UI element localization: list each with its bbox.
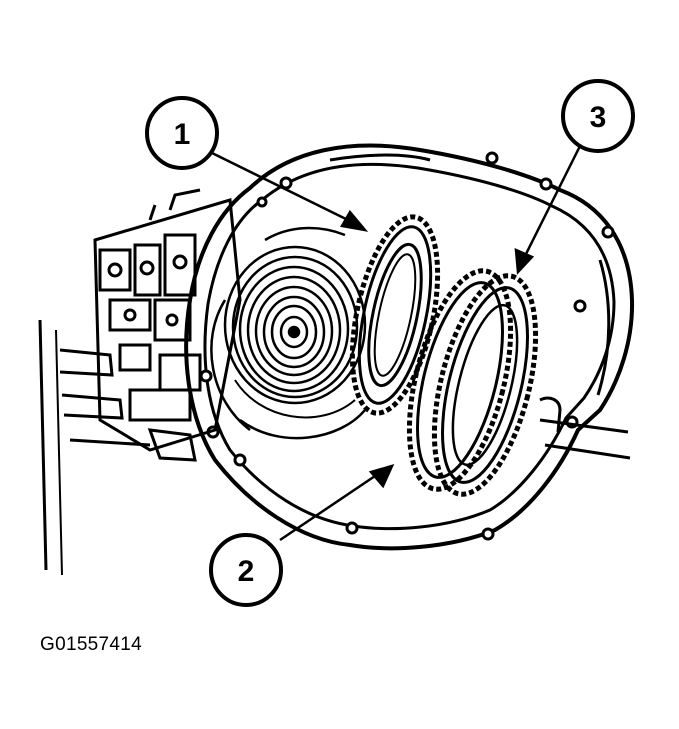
leader-lines — [209, 145, 582, 542]
output-shaft — [539, 396, 631, 460]
leader-line-1 — [209, 150, 353, 224]
flange-bolt-holes — [199, 151, 615, 541]
leader-line-3 — [522, 145, 582, 259]
callout-2: 2 — [209, 533, 283, 607]
clutch-plate-3 — [406, 268, 539, 497]
callout-3-label: 3 — [590, 101, 607, 134]
arrowhead-3 — [514, 248, 535, 275]
arrowhead-1 — [340, 209, 369, 232]
callout-3: 3 — [561, 79, 635, 153]
callout-2-label: 2 — [238, 555, 255, 588]
callout-1: 1 — [145, 96, 219, 170]
arrowhead-2 — [368, 464, 395, 489]
valve-body — [38, 188, 242, 576]
internal-hub-springs — [210, 226, 367, 440]
figure-code: G01557414 — [40, 634, 143, 655]
callout-1-label: 1 — [174, 118, 191, 151]
leader-line-2 — [279, 472, 379, 542]
